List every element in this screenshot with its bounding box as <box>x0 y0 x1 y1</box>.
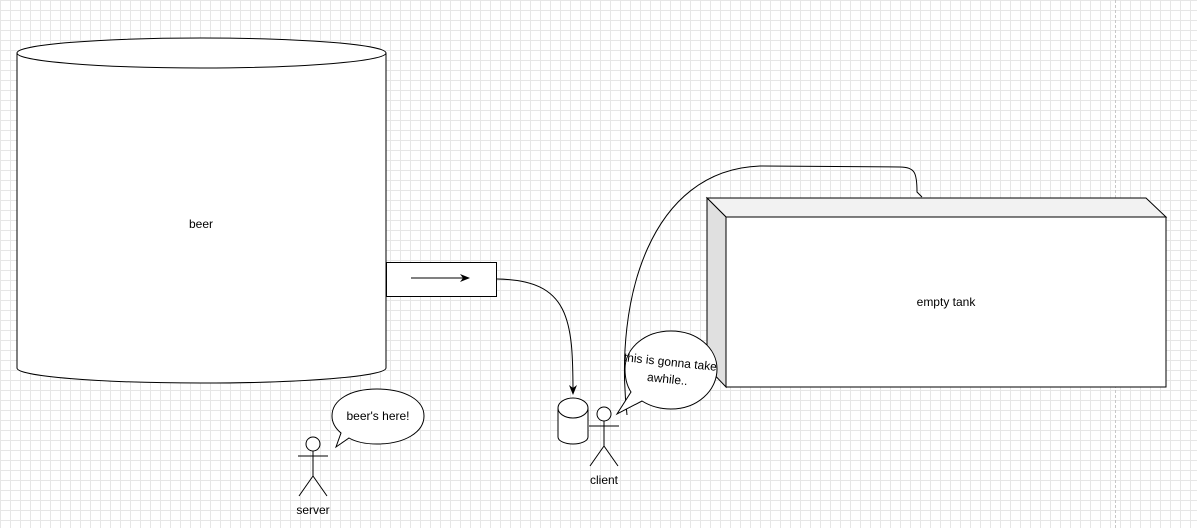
empty-tank-box[interactable]: empty tank <box>705 196 1168 389</box>
client-keg-cylinder[interactable] <box>557 397 589 445</box>
beer-cylinder[interactable]: beer <box>16 37 387 384</box>
client-speech-bubble[interactable]: this is gonna take awhile.. <box>615 330 718 416</box>
server-actor-icon[interactable] <box>298 436 328 497</box>
server-bubble-text: beer's here! <box>347 409 410 423</box>
pipe-box[interactable] <box>386 262 497 297</box>
beer-label: beer <box>189 217 213 231</box>
client-label: client <box>590 473 619 487</box>
tank-label: empty tank <box>917 295 977 309</box>
server-speech-bubble[interactable]: beer's here! <box>331 388 425 449</box>
client-to-tank-connector[interactable] <box>624 165 923 416</box>
pipe-to-keg-connector[interactable] <box>496 278 577 395</box>
client-actor-icon[interactable] <box>589 406 619 467</box>
server-label: server <box>296 503 329 517</box>
client-bubble-line-2: awhile.. <box>646 370 688 388</box>
